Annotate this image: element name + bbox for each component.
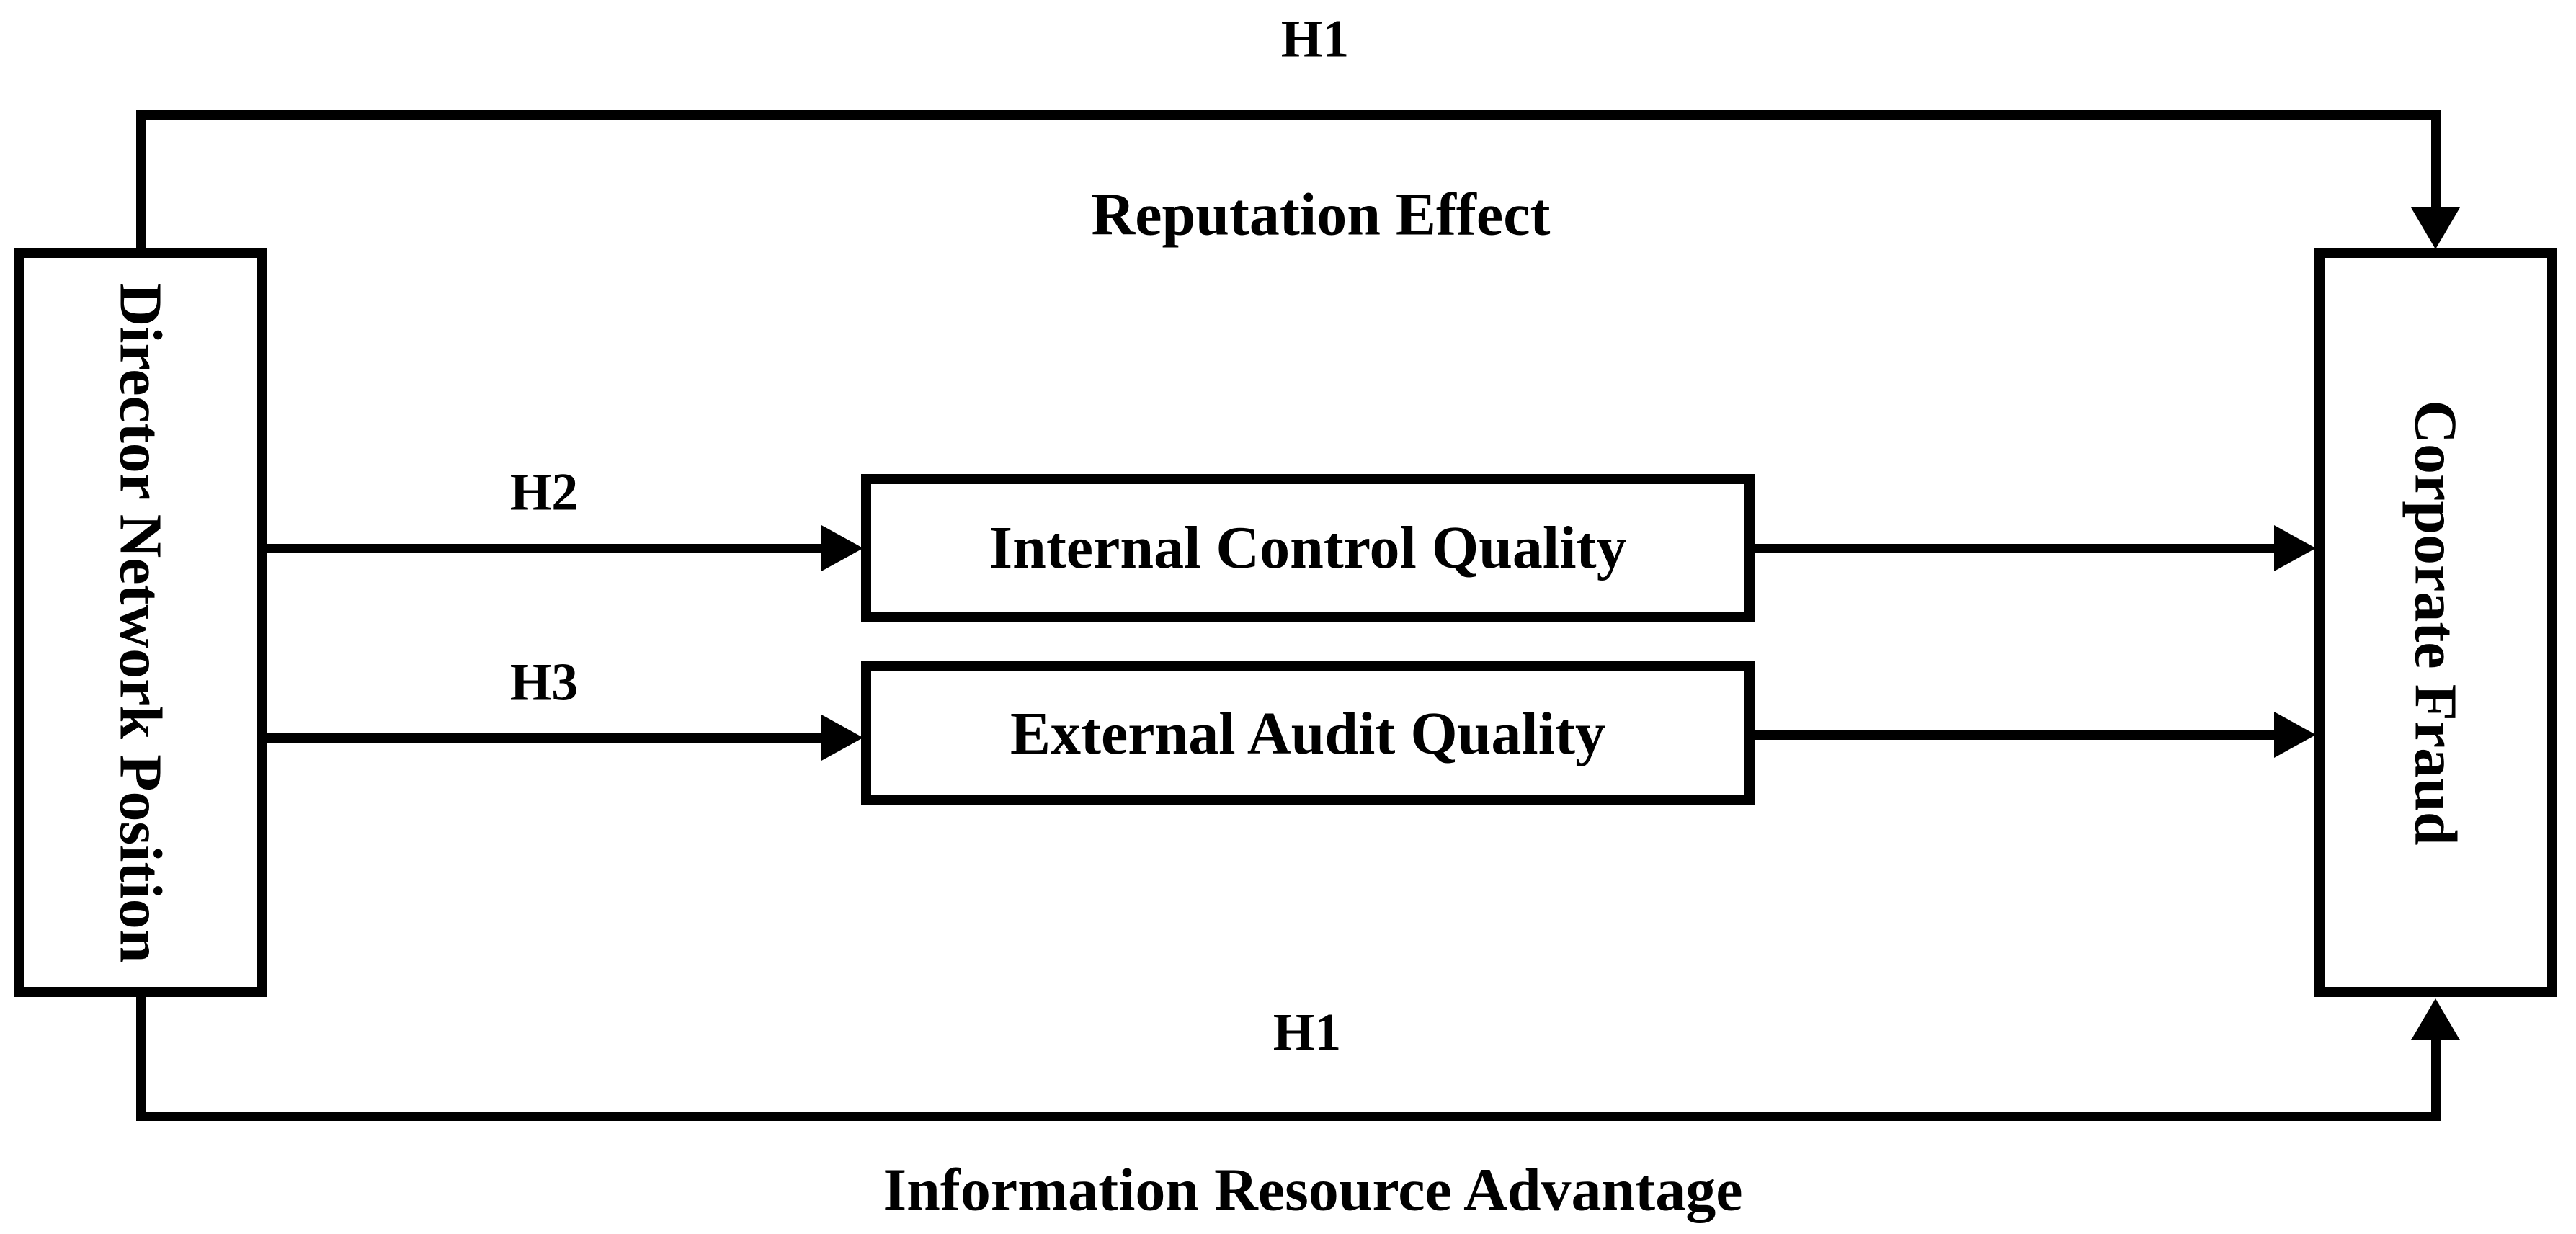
arrowhead-right-icq-icon	[2274, 525, 2316, 571]
connector-bottom-left-vertical	[136, 997, 146, 1121]
connector-bottom-horizontal	[136, 1112, 2441, 1121]
node-external-audit-quality: External Audit Quality	[861, 661, 1755, 805]
node-director-network-position: Director Network Position	[14, 248, 267, 997]
connector-bottom-right-vertical	[2431, 1039, 2441, 1121]
node-label-director-network-position: Director Network Position	[107, 282, 174, 963]
hypothesis-label-h3: H3	[509, 653, 579, 712]
arrowhead-right-h3-icon	[821, 715, 863, 761]
connector-icq-to-fraud-line	[1755, 544, 2277, 553]
arrowhead-down-icon	[2411, 207, 2460, 249]
arrowhead-right-h2-icon	[821, 525, 863, 571]
node-label-internal-control-quality: Internal Control Quality	[989, 514, 1627, 581]
hypothesis-label-h1-top: H1	[1280, 9, 1350, 69]
node-label-corporate-fraud: Corporate Fraud	[2402, 399, 2470, 846]
hypothesis-label-h2: H2	[509, 462, 579, 522]
mechanism-label-reputation-effect: Reputation Effect	[1091, 181, 1551, 249]
connector-top-left-vertical	[136, 110, 146, 248]
node-internal-control-quality: Internal Control Quality	[861, 474, 1755, 622]
connector-eaq-to-fraud-line	[1755, 730, 2277, 740]
connector-top-horizontal	[136, 110, 2441, 120]
mechanism-label-information-resource-advantage: Information Resource Advantage	[883, 1156, 1743, 1224]
arrowhead-right-eaq-icon	[2274, 712, 2316, 758]
hypothesis-label-h1-bottom: H1	[1273, 1003, 1342, 1063]
node-corporate-fraud: Corporate Fraud	[2314, 248, 2557, 997]
connector-top-right-vertical	[2431, 110, 2441, 211]
connector-h3-line	[267, 733, 825, 743]
connector-h2-line	[267, 544, 825, 553]
node-label-external-audit-quality: External Audit Quality	[1010, 699, 1606, 767]
arrowhead-up-icon	[2411, 998, 2460, 1040]
